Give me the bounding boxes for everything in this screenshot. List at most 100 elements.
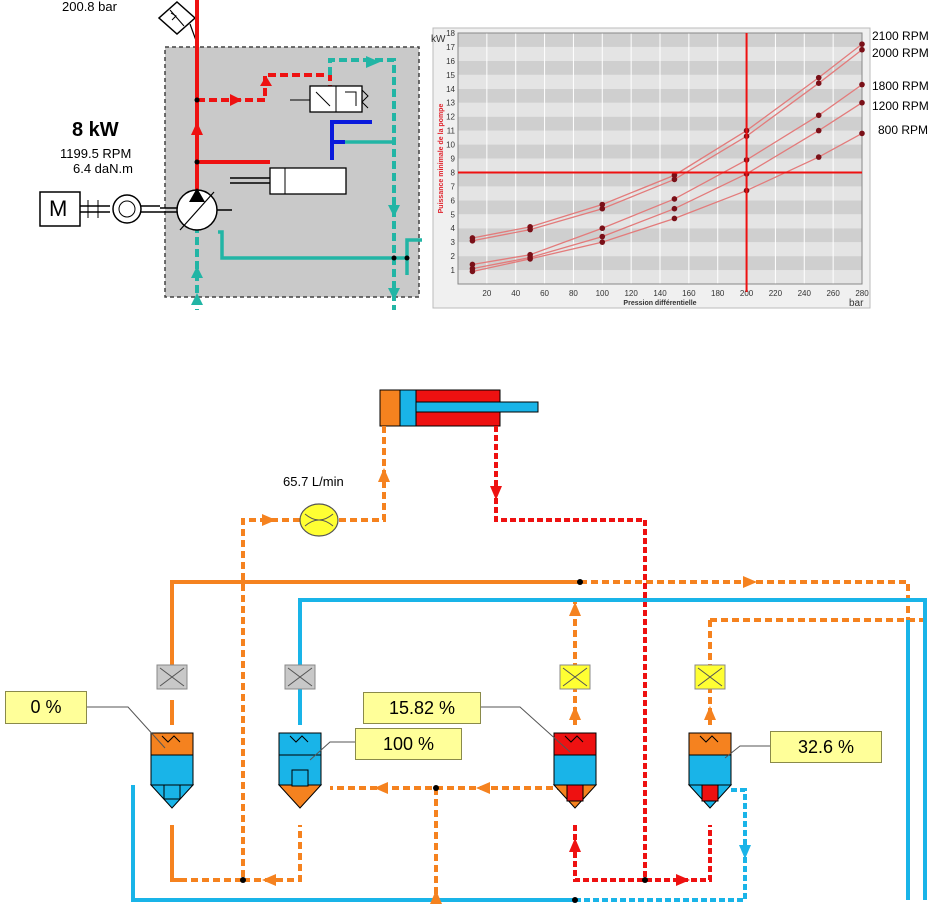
pressure-sensor-icon (157, 0, 199, 47)
pilot-lines (330, 120, 372, 160)
data-point (469, 237, 476, 244)
x-tick-label: 120 (624, 289, 638, 298)
data-point (815, 74, 822, 81)
flow-arrow-icon (676, 874, 690, 886)
data-point (671, 172, 678, 179)
y-tick-label: 14 (446, 85, 455, 94)
pressure-lines-top (195, 0, 270, 190)
flow-arrow-icon (476, 782, 490, 794)
x-tick-label: 160 (682, 289, 696, 298)
red-dashed-lines (494, 426, 712, 882)
x-tick-label: 240 (798, 289, 812, 298)
data-point (859, 46, 865, 53)
flow-arrow-icon (569, 706, 581, 720)
data-point (859, 81, 865, 88)
y-tick-label: 17 (446, 43, 455, 52)
y-tick-label: 3 (451, 238, 456, 247)
flow-arrow-icon (191, 122, 203, 135)
flow-arrow-icon (191, 266, 203, 278)
data-point (859, 130, 865, 137)
x-tick-label: 140 (653, 289, 667, 298)
y-tick-label: 16 (446, 57, 455, 66)
y-tick-label: 10 (446, 141, 455, 150)
y-tick-label: 4 (451, 224, 456, 233)
blue-solid-lines (131, 598, 927, 902)
flow-arrow-icon (739, 845, 751, 859)
flow-arrow-icon (260, 76, 272, 86)
flow-arrow-icon (743, 576, 757, 588)
y-tick-label: 18 (446, 29, 455, 38)
series-legend-label: 800 RPM (878, 123, 928, 137)
data-point (599, 201, 606, 208)
y-tick-label: 15 (446, 71, 455, 80)
orange-solid-lines (170, 580, 580, 882)
cartridge-valve-icon (687, 732, 733, 809)
y-tick-label: 11 (447, 127, 456, 136)
data-point (599, 239, 606, 245)
y-tick-label: 9 (451, 155, 456, 164)
flow-meter-icon (299, 503, 339, 537)
y-tick-label: 6 (451, 196, 456, 205)
data-point (815, 127, 822, 134)
data-point (671, 196, 678, 202)
flow-arrow-icon (366, 56, 380, 68)
junction-dots (194, 97, 410, 261)
data-point (469, 261, 476, 268)
y-tick-label: 1 (451, 266, 456, 275)
data-point (599, 205, 606, 212)
pressure-lines-dashed (197, 73, 332, 102)
blue-dashed-lines (575, 788, 747, 902)
y-tick-label: 7 (451, 182, 456, 191)
motor-box (39, 191, 81, 227)
junction-dots (240, 579, 648, 903)
x-unit-label: bar (849, 298, 864, 309)
pump-icon (160, 188, 232, 231)
data-point (599, 233, 606, 240)
pressure-reading: 200.8 bar (62, 0, 117, 14)
main-cylinder-icon (379, 389, 539, 427)
series-legend-label: 1800 RPM (872, 79, 929, 93)
flow-arrow-icon (262, 514, 276, 526)
data-point (527, 226, 533, 233)
callout-leaders (85, 706, 770, 761)
flow-arrow-icon (378, 468, 390, 482)
data-point (527, 256, 533, 262)
y-tick-label: 2 (451, 252, 456, 261)
valve-opening-label: 0 % (5, 691, 87, 724)
cartridge-valve-icon (552, 732, 598, 809)
x-tick-label: 20 (482, 289, 491, 298)
x-tick-label: 180 (711, 289, 725, 298)
power-value: 8 kW (72, 119, 119, 141)
data-point (815, 154, 822, 160)
series-legend-label: 1200 RPM (872, 99, 929, 113)
y-tick-label: 8 (451, 168, 456, 177)
flow-arrow-icon (430, 890, 442, 904)
valve-opening-label: 15.82 % (363, 692, 481, 724)
restrictor-icon (559, 664, 591, 690)
chart-plot-area (457, 32, 863, 285)
x-tick-label: 80 (569, 289, 578, 298)
flow-arrow-icon (490, 486, 502, 500)
series-legend-label: 2000 RPM (872, 46, 929, 60)
data-point (859, 99, 865, 106)
cartridge-valve-icon (277, 732, 323, 809)
flow-arrow-icon (262, 874, 276, 886)
restrictor-icon (284, 664, 316, 690)
valve-opening-label: 100 % (355, 728, 462, 760)
flow-arrow-icon (191, 293, 203, 305)
cartridge-valve-icon (149, 732, 195, 809)
y-tick-label: 5 (451, 210, 456, 219)
data-point (815, 112, 822, 119)
y-tick-label: 12 (446, 113, 455, 122)
flow-rate: 65.7 L/min (283, 474, 344, 489)
valve-opening-label: 32.6 % (770, 731, 882, 763)
data-point (671, 215, 678, 222)
data-point (859, 41, 865, 47)
x-tick-label: 100 (596, 289, 610, 298)
directional-valve-icon (290, 85, 369, 113)
flow-arrow-icon (230, 94, 242, 106)
motor-icon: M (49, 196, 68, 221)
y-tick-label: 13 (446, 99, 455, 108)
